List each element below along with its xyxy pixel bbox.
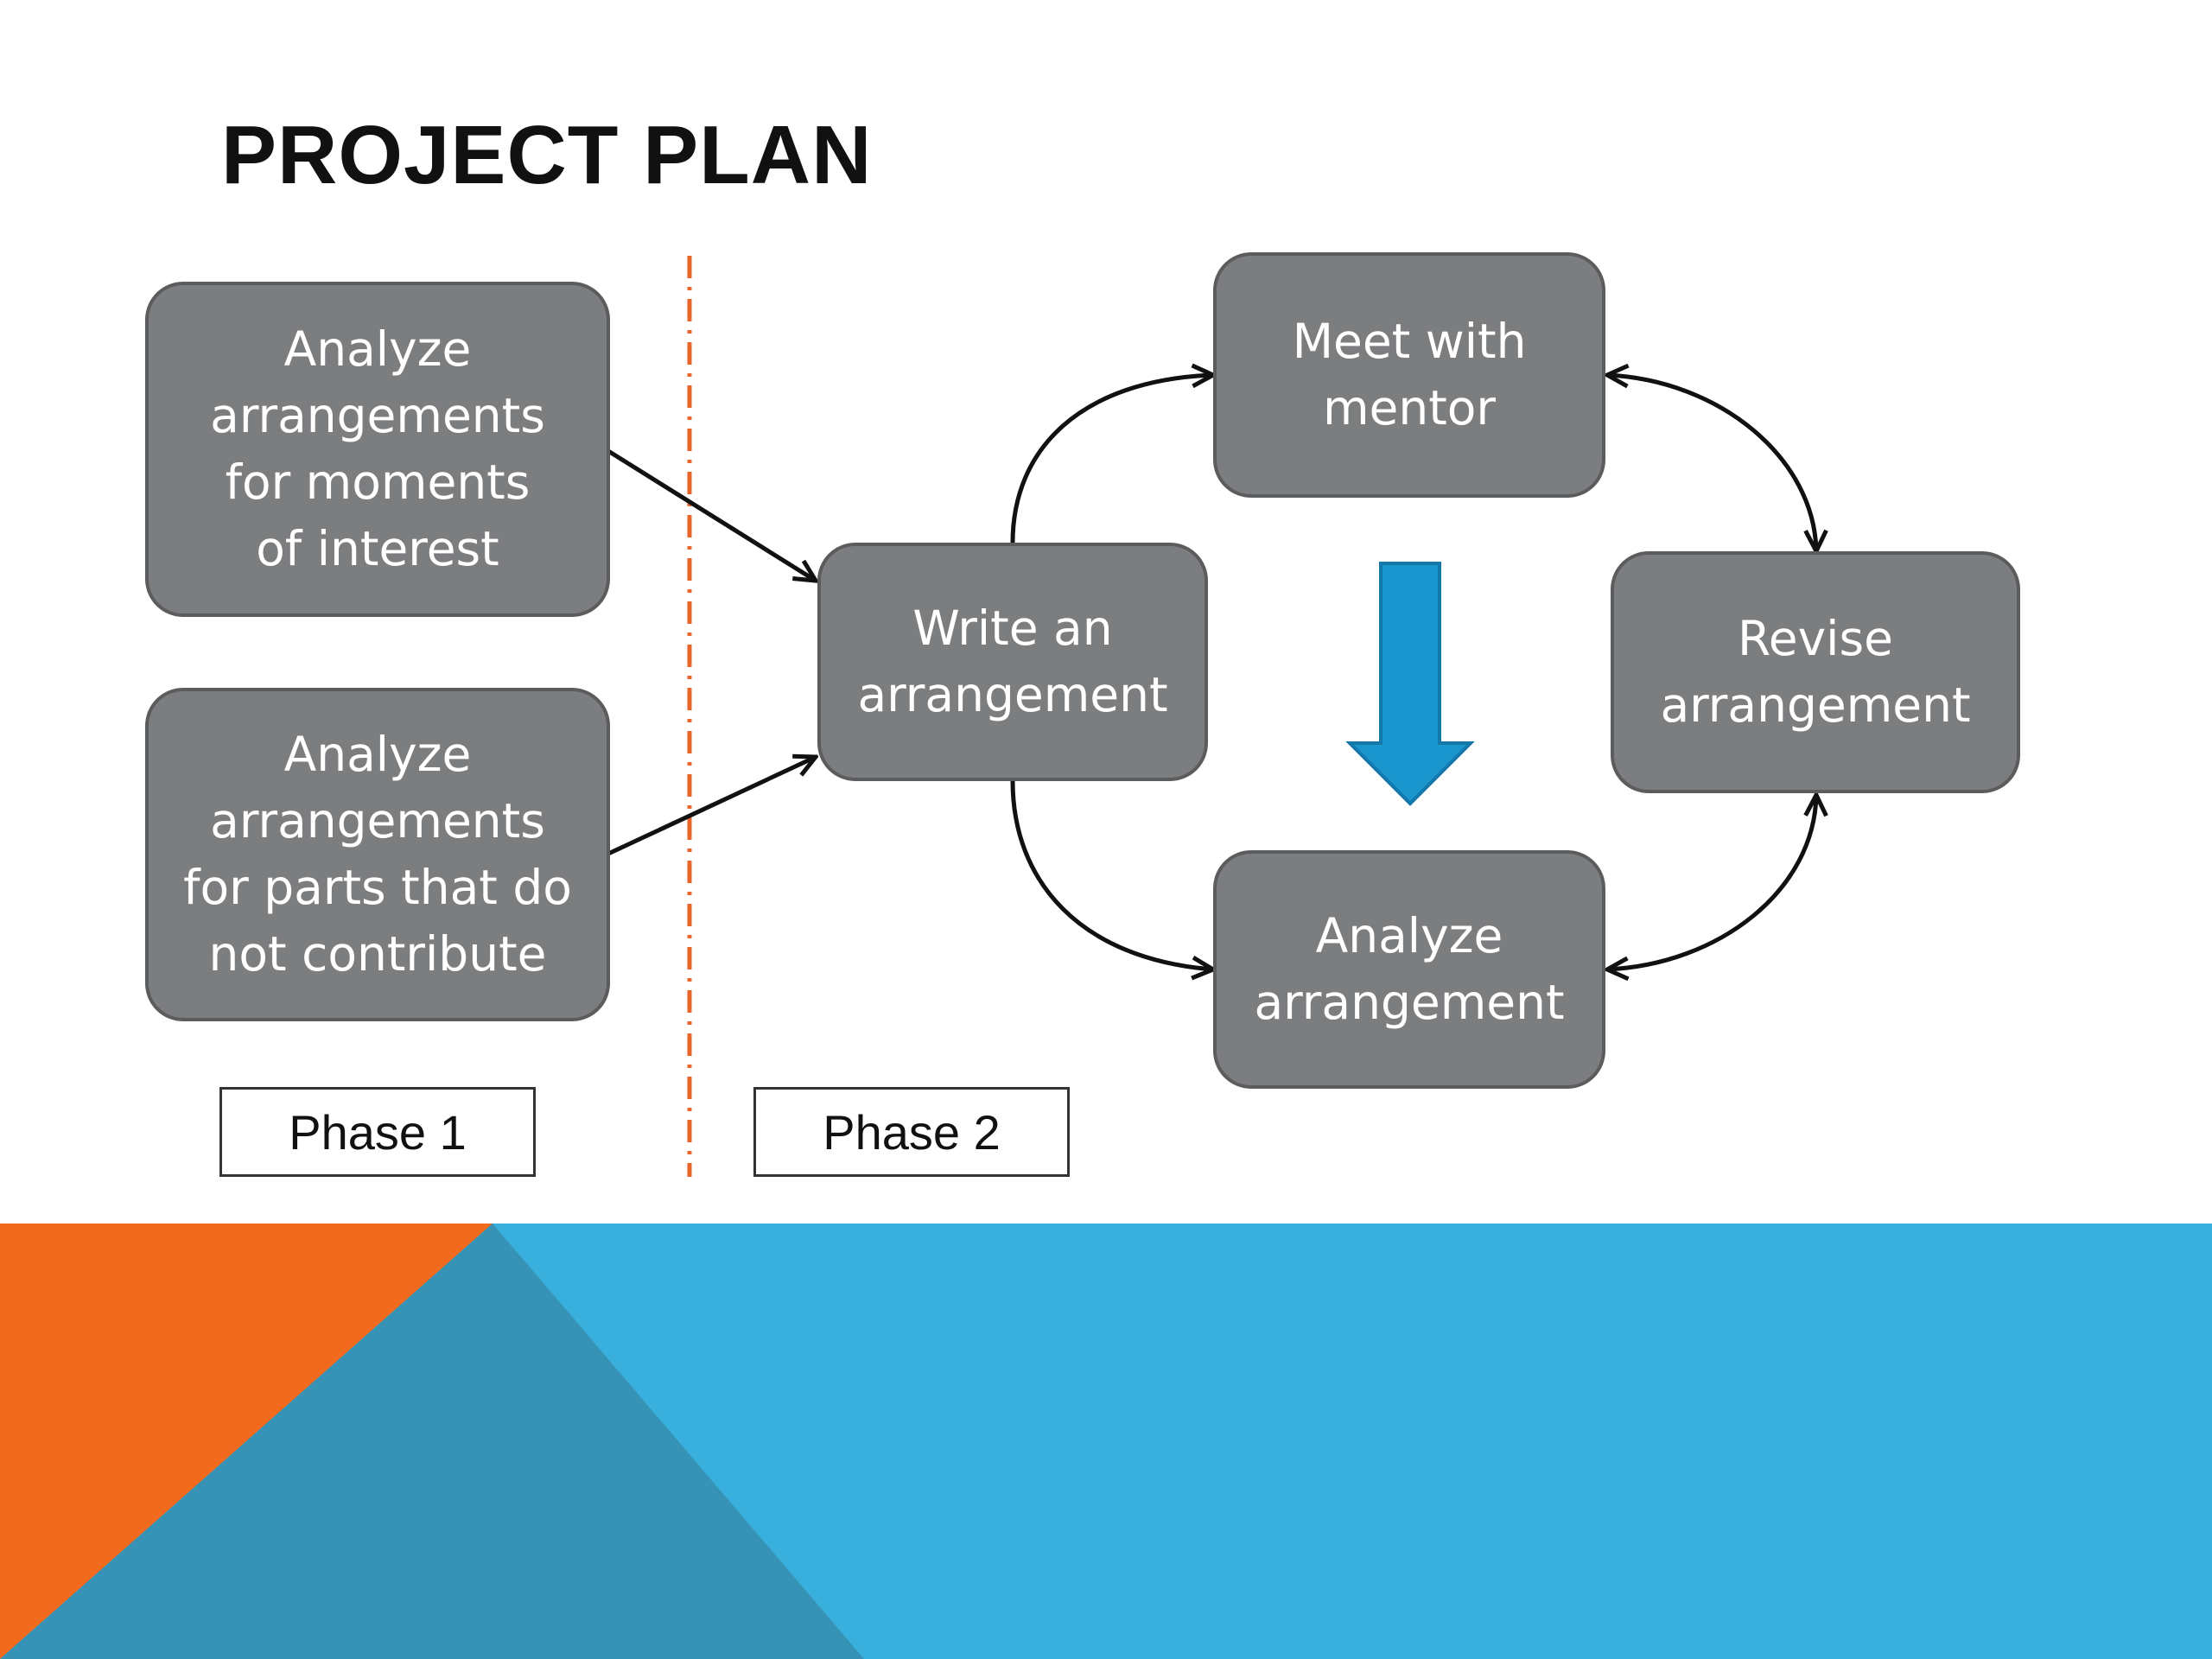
node-write-arrangement: Write an arrangement bbox=[817, 543, 1208, 781]
arrow-meet-revise bbox=[1607, 375, 1816, 551]
node-meet-mentor: Meet with mentor bbox=[1213, 252, 1605, 498]
arrow-analyze-revise bbox=[1607, 795, 1816, 969]
node-analyze-arrangement: Analyze arrangement bbox=[1213, 850, 1605, 1089]
page-title: PROJECT PLAN bbox=[221, 109, 873, 201]
arrow-moments-to-write bbox=[607, 448, 816, 581]
node-revise-arrangement: Revise arrangement bbox=[1611, 551, 2020, 793]
arrow-write-to-meet bbox=[1010, 375, 1213, 543]
arrow-write-to-analyze bbox=[1010, 780, 1213, 969]
node-analyze-moments: Analyze arrangements for moments of inte… bbox=[145, 282, 610, 617]
phase-1-label: Phase 1 bbox=[219, 1087, 536, 1177]
phase-2-label: Phase 2 bbox=[753, 1087, 1070, 1177]
down-arrow-icon bbox=[1345, 562, 1475, 806]
arrow-parts-to-write bbox=[607, 757, 816, 856]
node-analyze-parts: Analyze arrangements for parts that do n… bbox=[145, 688, 610, 1021]
teal-triangle bbox=[0, 1224, 864, 1659]
